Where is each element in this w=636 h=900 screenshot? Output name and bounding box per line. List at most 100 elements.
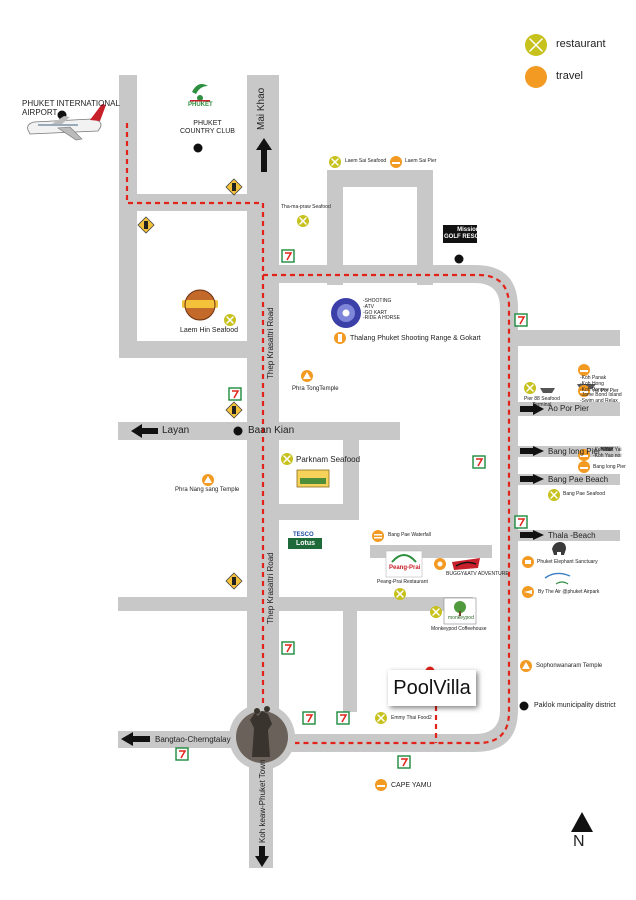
restaurant-icon: [224, 314, 236, 326]
label-airport: PHUKET INTERNATIONAL AIRPORT: [22, 99, 120, 118]
seven-eleven-icon: [302, 711, 316, 725]
label-country-club-logo: PHUKET: [188, 102, 213, 108]
restaurant-icon: [375, 712, 387, 724]
location-dots: [57, 110, 529, 711]
label-by-the-air: By The Air @phuket Airpark: [538, 589, 600, 595]
road-label-bang-pae-beach: Bang Pae Beach: [548, 475, 609, 484]
seven-eleven-icon: [281, 249, 295, 263]
travel-temple-icon: [202, 474, 214, 486]
label-mission-hills: Mission Hills GOLF RESORT & SPA: [444, 227, 507, 240]
label-paklok: Paklok municipality district: [534, 702, 616, 709]
route-to-poolvilla: [125, 123, 511, 745]
tesco-lotus-logo: [288, 531, 322, 549]
east-arrow-bang-pae-icon: [520, 474, 544, 484]
travel-waterfall-icon: [372, 530, 384, 542]
airplane-icon: [27, 104, 106, 141]
label-emmy-thai-food: Emmy Thai Food2: [391, 715, 432, 721]
label-thalang-shooting: Thalang Phuket Shooting Range & Gokart: [350, 335, 481, 342]
label-ao-por-pier: Ao Por Pier: [593, 388, 619, 394]
buggy-atv-logo: [452, 558, 480, 570]
monument-statue-icon: [250, 711, 272, 757]
mission-hills-dot: [454, 254, 464, 264]
travel-temple-icon: [520, 660, 532, 672]
legend-travel-label: travel: [556, 70, 583, 82]
seven-eleven-icon: [336, 711, 350, 725]
restaurant-legend-icon: [525, 34, 547, 56]
travel-elephant-icon: [522, 556, 534, 568]
baan-kian-dot: [233, 426, 243, 436]
road-label-baan-kian: Baan Kian: [248, 425, 295, 436]
west-arrow-bangtao-icon: [121, 732, 150, 746]
restaurant-icon: [548, 489, 560, 501]
travel-koh-yao-icon: [578, 449, 590, 461]
road-thala-beach: [518, 530, 620, 541]
seven-eleven-icon: [228, 387, 242, 401]
seven-eleven-icon: [514, 515, 528, 529]
poolvilla-label: PoolVilla: [393, 676, 471, 699]
seven-eleven-icon: [175, 747, 189, 761]
peang-prai-logo: [385, 550, 423, 578]
seven-eleven-signs: [175, 249, 528, 769]
road-ao-por-pier: [518, 402, 620, 416]
label-sophonwanaram-temple: Sophonwanaram Temple: [536, 663, 603, 669]
poolvilla-card: PoolVilla: [388, 670, 476, 706]
monkeypod-logo: [443, 597, 477, 625]
compass-north-arrow-icon: [571, 812, 593, 832]
east-arrow-bang-long-icon: [520, 446, 544, 456]
elephant-icon: [552, 542, 566, 555]
label-bang-pae-seafood: Bang Pae Seafood: [563, 491, 605, 497]
travel-buggy-icon: [434, 558, 446, 570]
seven-eleven-icon: [472, 455, 486, 469]
label-bang-long-pier: Bang long Pier: [593, 464, 626, 470]
label-laem-hin-seafood: Laem Hin Seafood: [180, 327, 238, 334]
label-phra-nang-sang-temple: Phra Nang sang Temple: [175, 487, 240, 493]
label-laem-sai-pier: Laem Sai Pier: [405, 158, 437, 164]
restaurant-markers: [224, 34, 560, 724]
label-monkeypod-coffeehouse: Monkeypod Coffeehouse: [431, 626, 487, 632]
restaurant-icon: [524, 382, 536, 394]
compass-north-label: N: [573, 833, 585, 850]
parknam-seafood-sign: [296, 469, 330, 488]
seven-eleven-icon: [397, 755, 411, 769]
label-country-club: PHUKET COUNTRY CLUB: [180, 120, 235, 136]
seven-eleven-icon: [281, 641, 295, 655]
label-lotus: Lotus: [296, 540, 316, 547]
road-southwest-inner: [343, 597, 357, 712]
restaurant-icon: [281, 453, 293, 465]
road-north-loop-left: [327, 170, 343, 285]
restaurant-icon: [430, 606, 442, 618]
route-line-loop: [263, 273, 511, 745]
road-north-loop-right: [417, 170, 433, 285]
paklok-dot: [519, 701, 529, 711]
road-label-bangtao: Bangtao-Cherngtalay: [155, 735, 231, 744]
label-monkeypod-logo: monkeypod: [448, 615, 474, 621]
road-layan: [118, 422, 400, 440]
road-bang-pae-beach: [518, 474, 620, 485]
road-label-ao-por-pier: Ao Por Pier: [548, 404, 589, 413]
shooting-range-logo: [331, 298, 361, 328]
label-pier88-seafood: Pier 88 Seafood Terminal: [524, 396, 560, 408]
label-buggy-atv: BUGGY&ATV ADVENTURE: [446, 571, 509, 577]
legend-restaurant-label: restaurant: [556, 38, 606, 50]
mission-hills-logo: [443, 225, 477, 243]
road-parknam-bottom: [264, 504, 359, 520]
label-laem-sai-seafood: Laem Sai Seafood: [345, 158, 387, 164]
roundabout: [229, 704, 295, 770]
traffic-light-icon: [225, 401, 243, 419]
east-arrow-ao-por-icon: [520, 403, 544, 415]
road-east-spur-1: [500, 330, 620, 346]
travel-boat-icon: [390, 156, 402, 168]
label-bang-pae-waterfall: Bang Pae Waterfall: [388, 532, 431, 538]
boat-koh-yao-icon: [600, 447, 614, 451]
label-parknam-seafood: Parknam Seafood: [296, 455, 361, 464]
label-koh-yao: -Koh Yaa Yai -Koh Yao noi: [593, 447, 622, 459]
travel-temple-icon: [301, 370, 313, 382]
label-thamapraw-seafood: Tha-ma-praw Seafood: [281, 204, 331, 210]
country-club-dot: [193, 143, 203, 153]
road-label-thep-krasattri-north: Thep Krasattri Road: [266, 307, 275, 379]
label-cape-yamu: CAPE YAMU: [391, 782, 432, 789]
travel-markers: [202, 66, 590, 791]
travel-bang-long-icon: [578, 461, 590, 473]
road-label-thep-krasattri-south: Thep Krasattri Road: [266, 552, 275, 624]
